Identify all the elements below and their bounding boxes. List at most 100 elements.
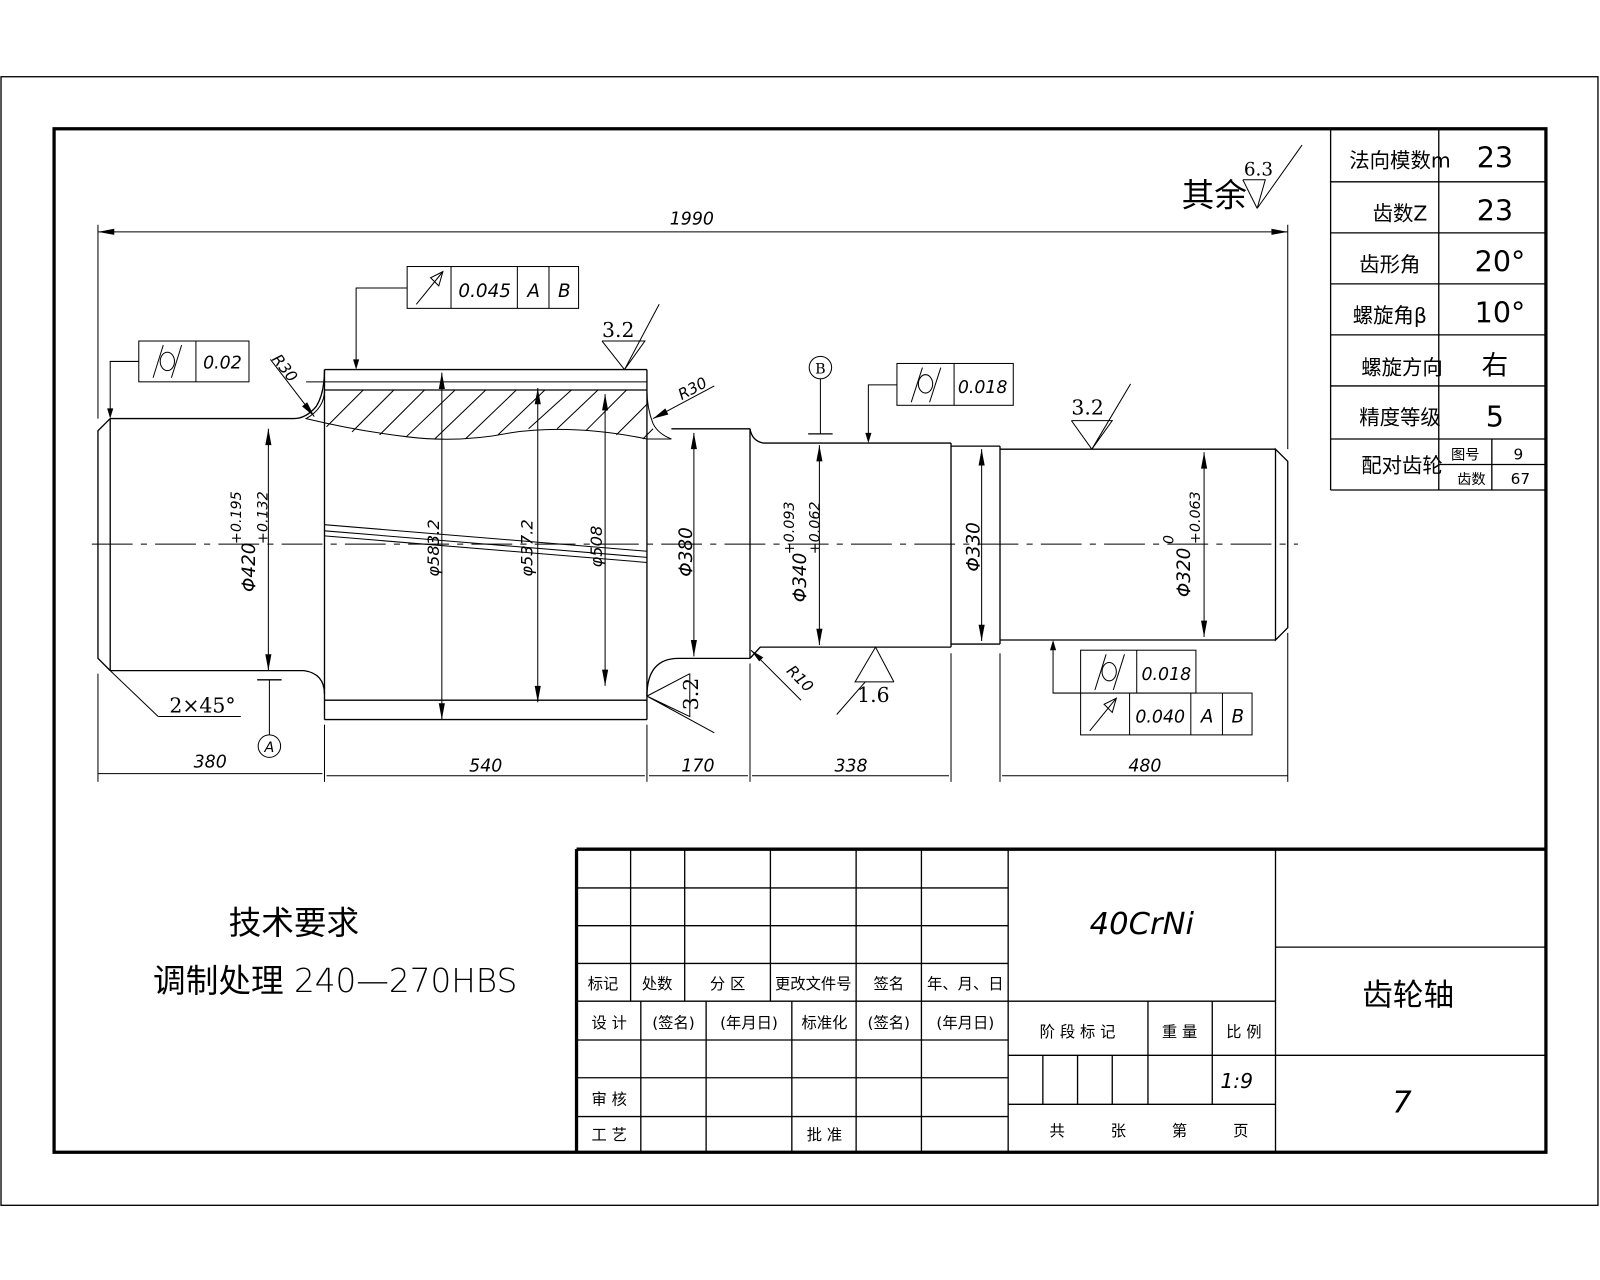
mating-teeth-label: 齿数	[1457, 471, 1486, 488]
gear-parameter-table: 法向模数m 23 齿数Z 23 齿形角 20° 螺旋角β 10° 螺旋方向 右 …	[1329, 128, 1546, 491]
param-value-helix-direction: 右	[1482, 351, 1509, 382]
runout-frames-right: 0.018 0.040 A B	[1050, 640, 1253, 736]
runout-frame-left: 0.02	[107, 340, 250, 419]
diameter-dimensions: Φ420 +0.195 +0.132 φ583.2 φ537.2 φ508 Φ3…	[229, 372, 1208, 720]
param-value-teeth: 23	[1477, 194, 1513, 228]
svg-text:3.2: 3.2	[602, 318, 634, 342]
mating-drawing-no: 9	[1514, 445, 1524, 463]
svg-text:工 艺: 工 艺	[591, 1126, 626, 1144]
svg-text:φ537.2: φ537.2	[518, 519, 537, 576]
outer-border	[0, 76, 1599, 1206]
svg-text:分 区: 分 区	[710, 975, 745, 993]
svg-text:Φ330: Φ330	[964, 522, 985, 572]
svg-text:标记: 标记	[588, 975, 619, 993]
svg-text:3.2: 3.2	[679, 678, 703, 710]
svg-text:(签名): (签名)	[652, 1014, 695, 1032]
svg-text:B: B	[1231, 707, 1244, 728]
svg-text:年、月、日: 年、月、日	[927, 975, 1004, 993]
svg-text:A: A	[264, 740, 275, 756]
length-dimensions: 380 540 170 338 480	[97, 632, 1289, 782]
runout-frame-mid: 0.018	[865, 362, 1014, 444]
svg-text:+0.062: +0.062	[807, 501, 823, 554]
svg-text:Φ420: Φ420	[239, 543, 260, 593]
svg-text:Φ340: Φ340	[790, 553, 811, 603]
svg-text:0.02: 0.02	[203, 354, 242, 374]
svg-text:(签名): (签名)	[868, 1014, 911, 1032]
roughness-journal-320: 3.2	[1071, 383, 1132, 450]
svg-text:338: 338	[834, 757, 867, 777]
svg-text:0.018: 0.018	[958, 378, 1008, 398]
svg-text:更改文件号: 更改文件号	[775, 975, 852, 993]
radius-annotations: R30 R30 R10 2×45°	[109, 351, 817, 717]
svg-text:φ583.2: φ583.2	[424, 519, 443, 576]
svg-text:B: B	[558, 281, 571, 302]
svg-text:1.6: 1.6	[857, 683, 889, 707]
svg-text:(年月日): (年月日)	[936, 1014, 994, 1032]
svg-text:+0.063: +0.063	[1188, 491, 1204, 544]
svg-text:0.040: 0.040	[1135, 708, 1185, 728]
svg-text:审 核: 审 核	[591, 1090, 626, 1108]
datum-a: A	[257, 679, 282, 758]
param-value-accuracy: 5	[1486, 400, 1504, 434]
tech-requirements-title: 技术要求	[229, 904, 360, 942]
svg-text:B: B	[815, 362, 825, 378]
svg-text:A: A	[526, 281, 540, 302]
svg-text:重 量: 重 量	[1162, 1023, 1197, 1041]
svg-text:Φ320: Φ320	[1174, 548, 1195, 598]
svg-text:φ508: φ508	[587, 526, 606, 568]
inner-border	[52, 127, 1548, 1154]
svg-text:标准化: 标准化	[802, 1014, 848, 1032]
param-value-module: 23	[1477, 141, 1513, 175]
other-roughness-symbol: 其余 6.3	[1182, 144, 1303, 214]
svg-text:0.045: 0.045	[458, 281, 511, 302]
svg-text:3.2: 3.2	[1071, 395, 1103, 419]
param-label-helix-angle: 螺旋角β	[1353, 304, 1427, 328]
roughness-gear-side: 3.2	[646, 673, 715, 734]
svg-text:R30: R30	[675, 374, 710, 404]
svg-text:处数: 处数	[642, 975, 673, 993]
scale-value: 1:9	[1220, 1069, 1253, 1093]
param-label-helix-direction: 螺旋方向	[1361, 356, 1443, 380]
mating-gear-label: 配对齿轮	[1361, 454, 1443, 478]
overall-length-dimension: 1990	[97, 210, 1289, 450]
svg-text:+0.195: +0.195	[229, 491, 245, 544]
svg-text:0.018: 0.018	[1142, 665, 1192, 685]
part-name: 齿轮轴	[1362, 978, 1454, 1013]
drawing-number: 7	[1392, 1085, 1412, 1120]
svg-text:R10: R10	[783, 662, 817, 696]
svg-text:+0.132: +0.132	[255, 491, 271, 544]
svg-text:共: 共	[1049, 1122, 1064, 1140]
svg-text:第: 第	[1172, 1122, 1187, 1140]
material-label: 40CrNi	[1090, 907, 1195, 942]
mating-drawing-no-label: 图号	[1451, 447, 1480, 463]
svg-text:0: 0	[1161, 535, 1177, 544]
svg-text:Φ380: Φ380	[676, 527, 697, 577]
svg-text:6.3: 6.3	[1244, 160, 1273, 181]
svg-text:页: 页	[1233, 1122, 1248, 1140]
datum-b: B	[808, 355, 833, 435]
mating-teeth: 67	[1511, 470, 1530, 488]
svg-text:R30: R30	[268, 351, 301, 386]
svg-text:批 准: 批 准	[807, 1126, 842, 1144]
param-label-accuracy: 精度等级	[1359, 406, 1441, 430]
svg-text:设 计: 设 计	[591, 1014, 626, 1032]
svg-text:张: 张	[1111, 1122, 1126, 1140]
runout-frame-gear: 0.045 A B	[353, 266, 580, 370]
chamfer-label: 2×45°	[169, 693, 235, 717]
svg-text:(年月日): (年月日)	[720, 1014, 778, 1032]
svg-text:其余: 其余	[1182, 176, 1247, 214]
svg-text:380: 380	[194, 753, 227, 773]
svg-text:480: 480	[1128, 757, 1161, 777]
svg-text:比 例: 比 例	[1226, 1023, 1261, 1041]
svg-text:签名: 签名	[873, 975, 904, 993]
roughness-gear-top: 3.2	[601, 304, 660, 370]
param-label-module: 法向模数m	[1349, 149, 1450, 173]
svg-text:1990: 1990	[670, 210, 714, 230]
svg-text:阶 段 标 记: 阶 段 标 记	[1040, 1023, 1116, 1041]
svg-text:+0.093: +0.093	[782, 501, 798, 554]
tech-requirement-line: 调制处理 240—270HBS	[153, 962, 517, 1000]
roughness-journal-340: 1.6	[836, 646, 895, 715]
title-block: 标记 处数 分 区 更改文件号 签名 年、月、日 设 计 (签名) (年月日) …	[574, 847, 1546, 1153]
param-value-pressure-angle: 20°	[1475, 245, 1526, 279]
